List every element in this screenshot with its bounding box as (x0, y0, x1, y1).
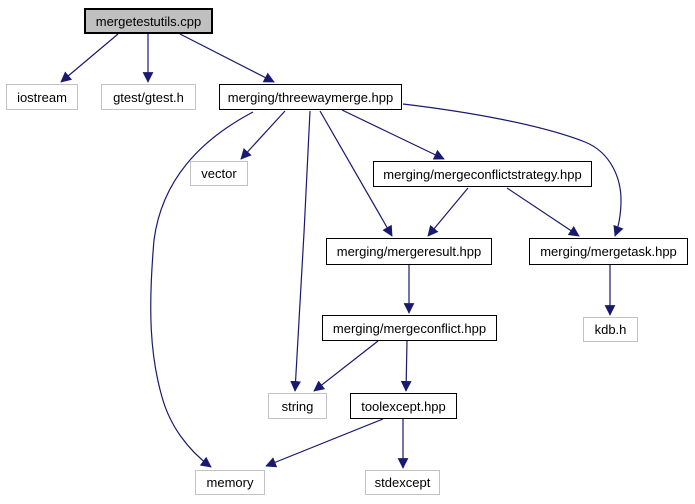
edge-mergeconflict-string (313, 340, 379, 392)
edge-threewaymerge-vector (240, 110, 286, 160)
node-mergetestutils-cpp: mergetestutils.cpp (84, 8, 213, 34)
node-string: string (268, 393, 327, 419)
node-merging-mergetask-hpp[interactable]: merging/mergetask.hpp (529, 238, 688, 265)
edge-threewaymerge-mergeresult (319, 110, 393, 237)
node-merging-threewaymerge-hpp[interactable]: merging/threewaymerge.hpp (219, 84, 402, 110)
edge-mergeconflict-toolexcept (400, 340, 412, 392)
node-kdb-h: kdb.h (583, 317, 638, 342)
edge-threewaymerge-memory (150, 111, 254, 468)
edge-threewaymerge-string (290, 110, 311, 392)
node-merging-mergeresult-hpp[interactable]: merging/mergeresult.hpp (326, 238, 492, 265)
edge-mergetestutils-threewaymerge (179, 33, 275, 83)
node-memory: memory (195, 470, 265, 495)
edge-mergetestutils-iostream (60, 33, 119, 83)
edge-threewaymerge-mergetask (402, 103, 624, 237)
node-merging-mergeconflict-hpp[interactable]: merging/mergeconflict.hpp (322, 315, 497, 341)
edge-threewaymerge-strategy (341, 109, 445, 160)
node-toolexcept-hpp[interactable]: toolexcept.hpp (350, 393, 457, 419)
edge-toolexcept-memory (265, 418, 384, 468)
node-iostream: iostream (6, 84, 78, 110)
node-gtest-gtest-h: gtest/gtest.h (101, 84, 196, 110)
node-vector: vector (190, 161, 248, 186)
edge-strategy-mergeresult (427, 187, 469, 237)
node-stdexcept: stdexcept (365, 470, 440, 495)
edge-strategy-mergetask (506, 187, 580, 237)
node-merging-mergeconflictstrategy-hpp[interactable]: merging/mergeconflictstrategy.hpp (373, 161, 592, 187)
